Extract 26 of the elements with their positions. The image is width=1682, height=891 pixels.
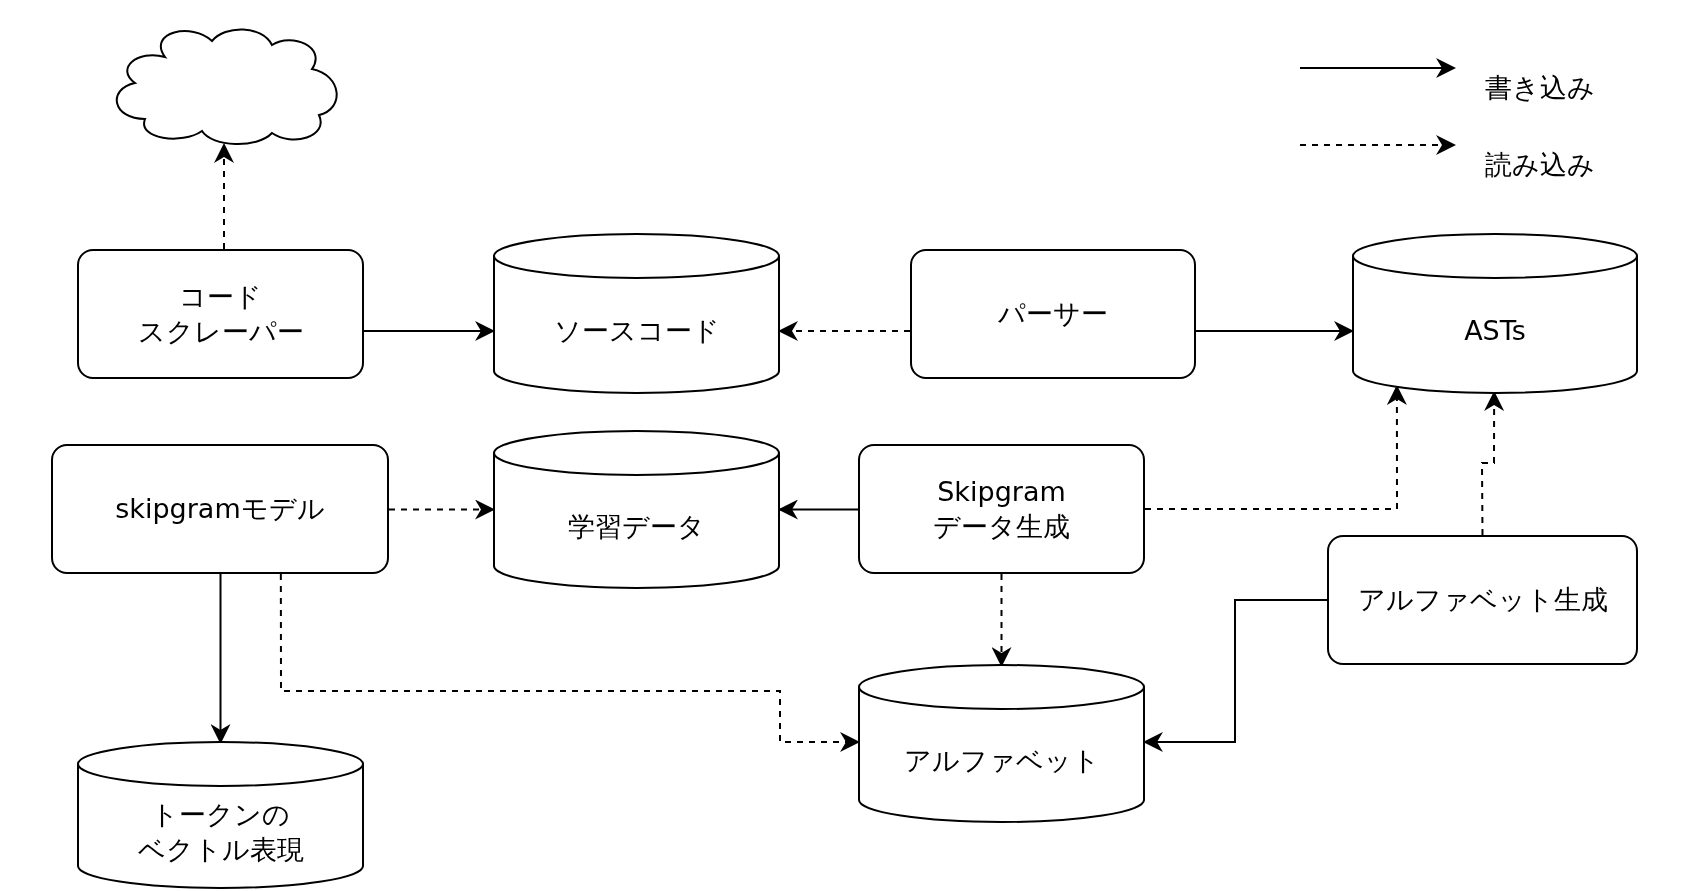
arrow xyxy=(1143,599,1328,752)
legend-label: 書き込み xyxy=(1485,71,1595,105)
node-label: アルファベット生成 xyxy=(1357,583,1608,618)
arrow xyxy=(279,573,860,752)
process-box xyxy=(910,249,1196,379)
process-box xyxy=(51,444,389,574)
arrow xyxy=(778,499,859,520)
node-label: 学習データ xyxy=(568,509,705,544)
node-label: Skipgram データ生成 xyxy=(932,474,1071,544)
node-label: コードスクレーパー xyxy=(137,279,304,349)
arrow xyxy=(1195,321,1354,341)
legend-label: 読み込み xyxy=(1485,148,1595,182)
arrow xyxy=(388,499,495,520)
arrow xyxy=(363,321,495,341)
arrow xyxy=(214,143,234,250)
node-label: ASTs xyxy=(1464,313,1526,348)
process-box xyxy=(858,444,1145,574)
arrow xyxy=(1144,385,1407,510)
process-box xyxy=(77,249,364,379)
node-label: パーサー xyxy=(998,297,1108,332)
node-label: トークンのベクトル表現 xyxy=(137,797,304,867)
node-label: skipgramモデル xyxy=(115,492,325,527)
node-label: アルファベット xyxy=(903,743,1100,778)
process-box xyxy=(1327,535,1638,665)
node-label: ソースコード xyxy=(553,313,720,348)
arrow xyxy=(778,321,911,341)
